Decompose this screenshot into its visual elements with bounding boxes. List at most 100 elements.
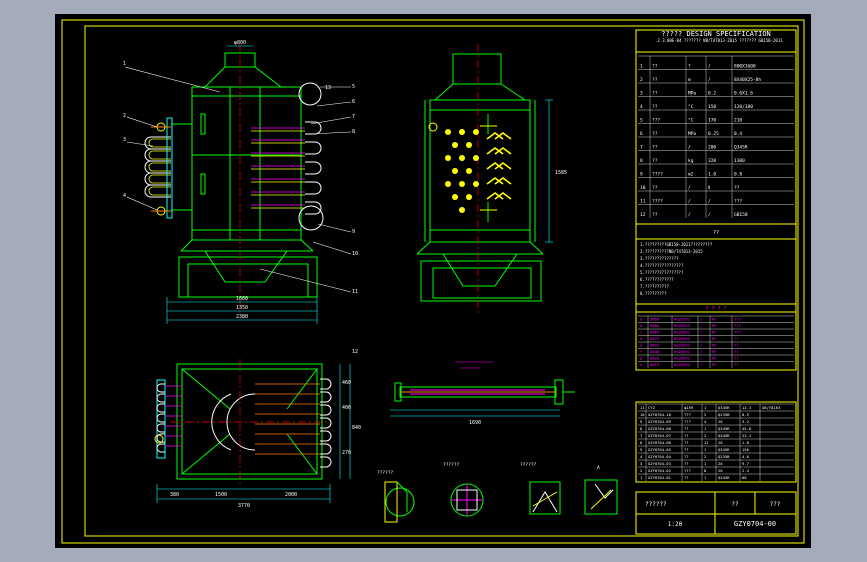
balloon-7: 7 <box>352 114 355 120</box>
bom-cell: 20 <box>718 468 723 473</box>
spec-cell: ?? <box>652 185 658 191</box>
title-sheet: ??? <box>770 501 781 508</box>
front-view[interactable] <box>124 44 352 324</box>
balloon-13: 13 <box>325 85 331 91</box>
nozzle-cell: HG20592 <box>674 323 690 328</box>
nozzle-cell: ??? <box>734 317 741 322</box>
balloon-6: 6 <box>352 99 355 105</box>
nozzle-cell: HG20592 <box>674 330 690 335</box>
nozzle-cell: / <box>700 362 702 367</box>
bom-cell: Q345R <box>718 405 730 410</box>
note-line: 1.?????????GB150-2011????????? <box>640 242 713 247</box>
nozzle-cell: HG20592 <box>674 362 690 367</box>
spec-panel-frame <box>635 29 797 535</box>
bom-cell: 1 <box>640 475 643 480</box>
bom-cell: 11 <box>640 405 645 410</box>
spec-cell: / <box>708 64 711 70</box>
bom-cell: 10 <box>640 412 645 417</box>
plan-right-dim-1: 460 <box>342 380 351 386</box>
bom-cell: GZY0704-08 <box>648 426 672 431</box>
nozzle-cell: HG20592 <box>674 317 690 322</box>
bom-cell: 88 <box>742 475 747 480</box>
nozzle-cell: HG20592 <box>674 336 690 341</box>
bom-cell: GZY0704-04 <box>648 454 672 459</box>
nozzle-cell: RF <box>712 349 717 354</box>
spec-cell: 8 <box>640 158 643 164</box>
bom-cell: 2 <box>640 468 642 473</box>
bom-cell: GZY0704-03 <box>648 461 671 466</box>
note-line: 3.?????????????? <box>640 256 679 261</box>
spec-cell: kg <box>688 158 694 164</box>
bom-cell: 3 <box>640 461 642 466</box>
bom-cell: ?? <box>684 475 689 480</box>
balloon-8: 8 <box>352 129 355 135</box>
spec-cell: 0.2 <box>708 91 716 97</box>
nozzle-cell: DN40 <box>650 349 660 354</box>
drawing-svg: φ800 1660 1350 2380 1 2 3 4 5 6 7 8 9 10… <box>61 19 805 544</box>
spec-cell: 800X1600 <box>734 64 756 70</box>
balloon-11: 11 <box>352 289 358 295</box>
nozzle-cell: HG20592 <box>674 343 690 348</box>
bom-cell: 1 <box>704 461 707 466</box>
bom-cell: ??? <box>684 419 691 424</box>
note-line: 2.??????????NB/T47013-2015 <box>640 249 703 254</box>
drawing-canvas[interactable]: φ800 1660 1350 2380 1 2 3 4 5 6 7 8 9 10… <box>55 14 811 548</box>
spec-cell: 12 <box>640 212 646 218</box>
side-height-dim: 1585 <box>555 170 567 176</box>
bom-cell: ??? <box>684 412 691 417</box>
spec-cell: ?? <box>652 91 658 97</box>
bom-cell: 6 <box>640 440 643 445</box>
spec-cell: MPa <box>688 131 696 137</box>
spec-cell: 1 <box>640 64 643 70</box>
section-view[interactable] <box>390 361 575 417</box>
bom-cell: ?? <box>684 454 689 459</box>
bom-cell: 20 <box>718 440 723 445</box>
outer-border <box>61 19 805 544</box>
detail-label-3: ?????? <box>520 462 537 468</box>
spec-cell: ?? <box>652 158 658 164</box>
plan-dim-1: 380 <box>170 492 179 498</box>
spec-cell: 1300 <box>734 158 745 164</box>
spec-cell: ?? <box>652 104 658 110</box>
plan-dim-3: 2000 <box>285 492 297 498</box>
bom-cell: 1 <box>704 426 707 431</box>
bom-cell: GZY0704-10 <box>648 412 672 417</box>
nozzle-cell: DN32 <box>650 343 659 348</box>
nozzle-title: ? ? ? ? <box>705 306 726 312</box>
side-view[interactable] <box>416 44 553 314</box>
spec-cell: ?? <box>652 64 658 70</box>
spec-row: 1???/800X1600 <box>640 64 756 70</box>
nozzle-cell: DN50 <box>650 317 660 322</box>
bom-cell: GB/T8163 <box>762 405 780 410</box>
bom-cell: GZY0704-05 <box>648 447 671 452</box>
spec-cell: ???? <box>652 199 663 205</box>
spec-cell: Ⅱ <box>708 185 710 191</box>
spec-cell: ??? <box>734 199 742 205</box>
balloon-12: 12 <box>352 349 358 355</box>
nozzle-cell: RF <box>712 343 717 348</box>
plan-right-dim-4: 270 <box>342 450 351 456</box>
nozzle-cell: ?? <box>734 356 739 361</box>
detail-views[interactable] <box>384 479 618 523</box>
nozzle-cell: / <box>700 330 702 335</box>
balloon-4: 4 <box>123 193 126 199</box>
nozzle-cell: / <box>700 356 702 361</box>
detail-label-1: ?????? <box>377 470 394 476</box>
bom-cell: 12 <box>704 440 709 445</box>
bom-cell: 12.3 <box>742 405 751 410</box>
plan-view[interactable] <box>154 359 351 503</box>
nozzle-cell: a <box>640 317 642 322</box>
